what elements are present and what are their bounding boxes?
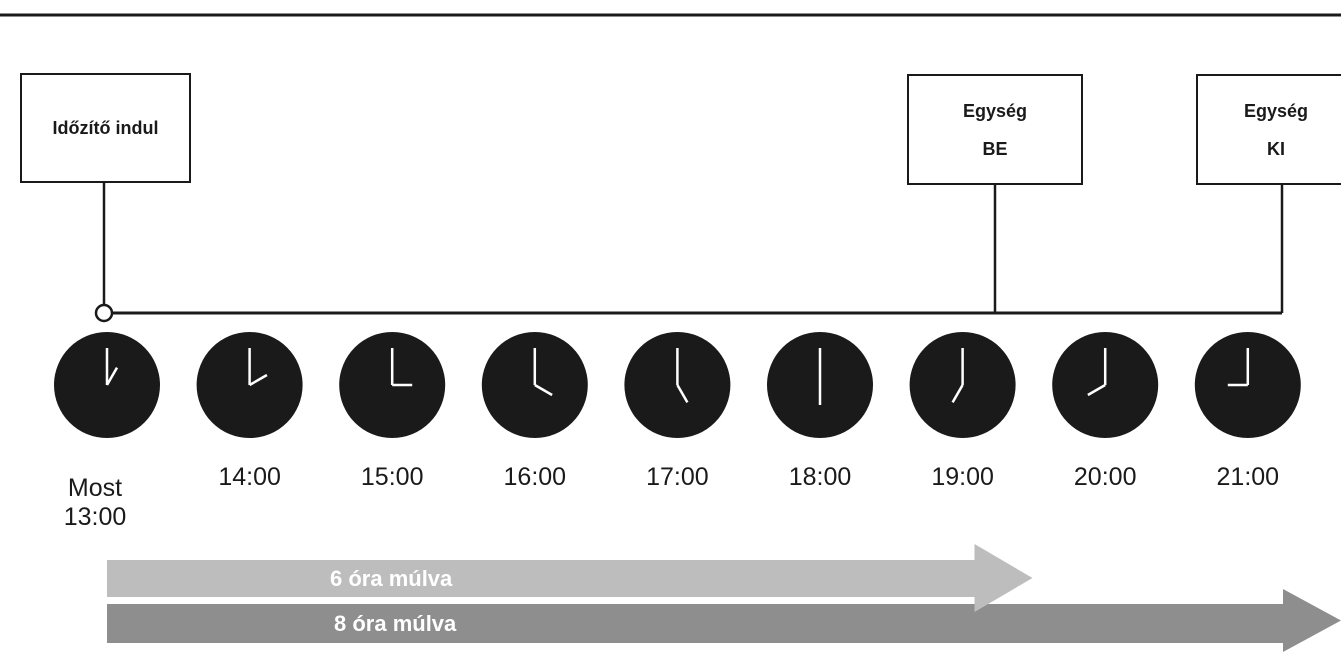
hour-label: 20:00 (1073, 463, 1137, 491)
unit-off-label-line2: KI (1267, 138, 1285, 159)
hour-label: 16:00 (503, 463, 567, 491)
now-label: Most 13:00 (45, 474, 145, 532)
clock-hour-hand (951, 384, 964, 403)
hour-label: 19:00 (931, 463, 994, 491)
clock-hour-hand (105, 367, 119, 386)
clock-hour-hand (676, 384, 689, 403)
unit-off-box: Egység KI (1196, 74, 1341, 185)
unit-off-label-line1: Egység (1243, 100, 1309, 121)
hour-label: 21:00 (1216, 463, 1280, 491)
timer-start-label: Időzítő indul (52, 118, 159, 138)
hour-label: 15:00 (360, 463, 424, 491)
hour-label: 18:00 (788, 463, 852, 491)
hour-label: 17:00 (646, 463, 709, 491)
arrow-6h (107, 544, 1033, 612)
unit-on-label-line2: BE (982, 138, 1008, 159)
now-label-line1: Most (67, 474, 123, 502)
unit-on-box: Egység BE (907, 74, 1083, 185)
arrow-8h-label: 8 óra múlva (334, 611, 457, 636)
clock-hour-hand (248, 373, 268, 387)
unit-on-label-line1: Egység (962, 100, 1028, 121)
clock-hour-hand (1087, 383, 1106, 397)
now-label-line2: 13:00 (63, 503, 127, 531)
clock-hour-hand (534, 383, 553, 397)
timer-start-box: Időzítő indul (20, 73, 191, 183)
hour-label: 14:00 (218, 463, 281, 491)
arrow-8h (107, 589, 1341, 652)
arrow-6h-label: 6 óra múlva (330, 566, 453, 591)
start-node (94, 303, 114, 323)
